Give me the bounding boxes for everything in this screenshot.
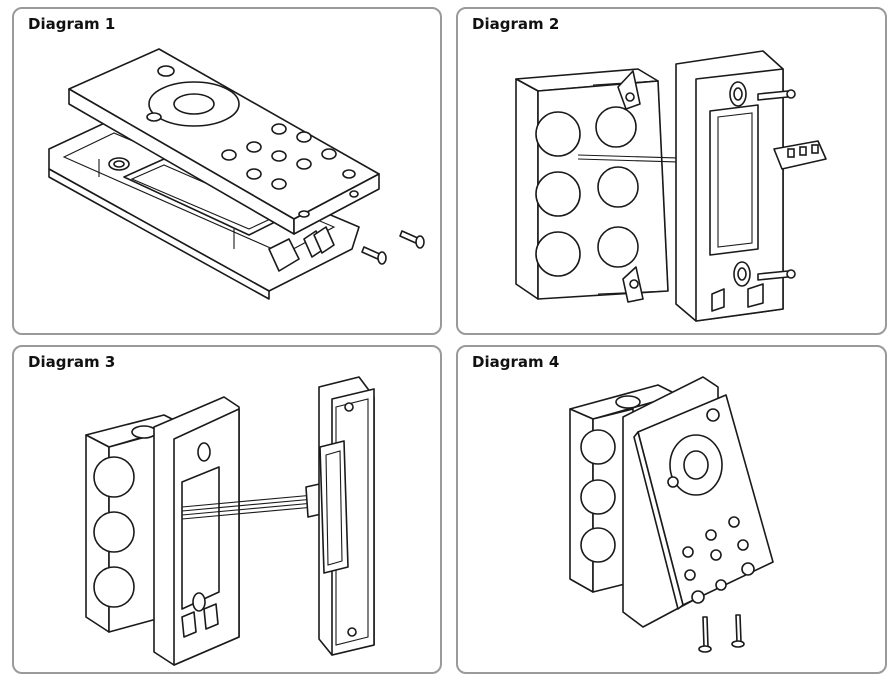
diagram-4-panel: Diagram 4 [456,345,887,674]
diagram-1-panel: Diagram 1 [12,7,442,335]
base-housing [48,120,360,300]
controller-back [318,376,375,656]
diagram-3-panel: Diagram 3 [12,345,442,674]
screws [698,614,745,653]
wires [181,494,315,520]
screw-left [361,246,387,265]
diagram-4-illustration [569,376,774,653]
diagram-2-panel: Diagram 2 [456,7,887,335]
diagram-2-illustration [515,50,827,322]
diagram-4-title: Diagram 4 [472,353,560,371]
diagram-3-title: Diagram 3 [28,353,116,371]
wall-plate [675,50,784,322]
junction-box [85,414,185,633]
diagram-1-title: Diagram 1 [28,15,116,33]
screws [757,89,796,281]
wall-plate [153,396,240,666]
junction-box [515,68,669,303]
controller-front [633,394,774,610]
front-cover [68,48,380,235]
diagram-1-illustration [48,48,425,300]
connector [773,140,827,170]
diagram-2-title: Diagram 2 [472,15,560,33]
diagram-3-illustration [85,376,375,666]
screw-right [399,230,425,249]
